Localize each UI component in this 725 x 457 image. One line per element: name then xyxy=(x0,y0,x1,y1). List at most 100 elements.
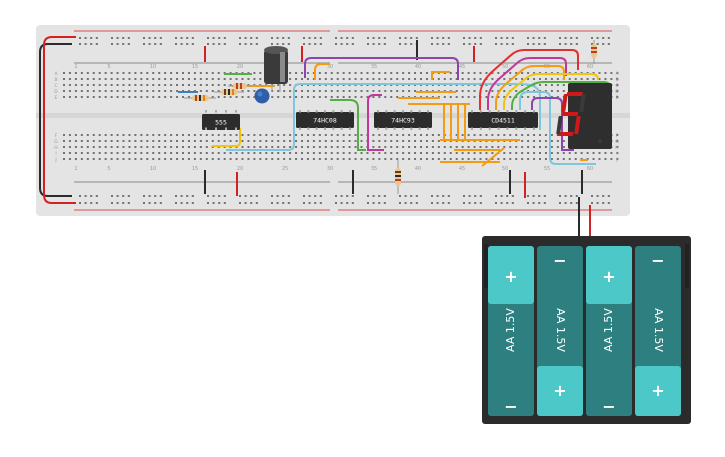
wire-lightblue[interactable] xyxy=(226,83,541,151)
battery-cell-2: − + AA 1.5V xyxy=(537,246,583,416)
wire-purple-top[interactable] xyxy=(304,57,459,80)
battery-cell-1: +−AA 1.5V xyxy=(488,246,534,416)
segment-e xyxy=(556,116,563,134)
chip-cd4511[interactable]: CD4511 xyxy=(468,112,538,128)
wire-orange-seg[interactable] xyxy=(495,65,565,110)
row-label-top: E xyxy=(616,95,619,101)
resistor-3[interactable] xyxy=(228,83,252,89)
column-label-bottom: 10 xyxy=(150,166,156,172)
row-label-top: A xyxy=(615,71,619,77)
row-label-top: C xyxy=(54,83,57,89)
row-label-bottom: F xyxy=(616,133,619,139)
wire-lightblue-seg[interactable] xyxy=(519,91,596,165)
row-label-bottom: G xyxy=(54,139,58,145)
wire-orange-short[interactable] xyxy=(431,71,450,80)
row-label-top: A xyxy=(54,71,58,77)
chip-cd4511-label: CD4511 xyxy=(491,117,515,125)
wire-green-mid[interactable] xyxy=(330,99,366,151)
electrolytic-capacitor[interactable] xyxy=(264,46,288,92)
battery-cell-label: AA 1.5V xyxy=(554,308,567,352)
wire-yellow-seg[interactable] xyxy=(503,73,599,110)
row-label-top: C xyxy=(615,83,618,89)
chip-74hc93[interactable]: 74HC93 xyxy=(374,112,432,128)
column-label-top: 40 xyxy=(415,64,421,70)
column-label-top: 50 xyxy=(502,64,508,70)
row-label-bottom: G xyxy=(615,139,619,145)
segment-c xyxy=(574,116,581,134)
column-label-bottom: 60 xyxy=(587,166,593,172)
resistor-1[interactable] xyxy=(184,95,216,101)
wire-red-seg[interactable] xyxy=(479,49,579,110)
wire-magenta-seg[interactable] xyxy=(487,57,567,110)
segment-b xyxy=(579,94,586,112)
battery-cell-4: −+AA 1.5V xyxy=(635,246,681,416)
column-label-bottom: 45 xyxy=(459,166,465,172)
display-segments xyxy=(556,92,602,143)
column-label-top: 20 xyxy=(237,64,243,70)
segment-g xyxy=(561,112,579,116)
battery-cell-top-sign: − xyxy=(651,251,664,270)
chip-555[interactable]: 555 xyxy=(202,114,240,130)
resistor-2[interactable] xyxy=(214,89,244,95)
column-label-bottom: 35 xyxy=(371,166,377,172)
column-label-bottom: 55 xyxy=(544,166,550,172)
wire-purple-seg[interactable] xyxy=(531,97,574,151)
seven-segment-display[interactable] xyxy=(556,83,612,149)
battery-cell-bottom-sign: + xyxy=(553,381,566,400)
chip-74hc08-label: 74HC08 xyxy=(313,117,337,125)
row-label-bottom: J xyxy=(54,157,56,163)
chip-555-label: 555 xyxy=(215,119,227,127)
wire-magenta[interactable] xyxy=(367,94,384,151)
segment-f xyxy=(561,94,568,112)
row-label-top: D xyxy=(615,89,619,95)
battery-cell-label: AA 1.5V xyxy=(504,308,517,352)
battery-cell-top-sign: + xyxy=(602,267,615,286)
column-label-bottom: 25 xyxy=(282,166,288,172)
ceramic-capacitor[interactable] xyxy=(254,88,270,104)
segment-a xyxy=(566,92,583,96)
row-label-top: B xyxy=(54,77,57,83)
row-label-top: B xyxy=(615,77,618,83)
column-label-bottom: 15 xyxy=(192,166,198,172)
resistor-5[interactable] xyxy=(591,40,597,64)
battery-cell-bottom-sign: − xyxy=(504,397,517,416)
wire-yellow[interactable] xyxy=(212,128,241,147)
column-label-top: 35 xyxy=(371,64,377,70)
battery-cells: +−AA 1.5V−+AA 1.5V+−AA 1.5V−+AA 1.5V xyxy=(488,246,681,416)
row-label-top: D xyxy=(54,89,58,95)
column-label-top: 15 xyxy=(192,64,198,70)
column-label-bottom: 20 xyxy=(237,166,243,172)
wire-orange-top[interactable] xyxy=(314,63,330,80)
column-label-top: 10 xyxy=(150,64,156,70)
battery-cell-bottom-sign: − xyxy=(602,397,615,416)
column-label-top: 5 xyxy=(107,64,110,70)
row-label-bottom: I xyxy=(616,151,617,157)
column-label-top: 60 xyxy=(587,64,593,70)
row-label-bottom: H xyxy=(615,145,618,151)
rail-jumpers[interactable] xyxy=(204,40,583,198)
column-label-top: 1 xyxy=(74,64,77,70)
wires[interactable] xyxy=(178,49,611,167)
row-label-bottom: H xyxy=(54,145,57,151)
battery-cell-3: +−AA 1.5V xyxy=(586,246,632,416)
battery-cell-bottom-sign: + xyxy=(651,381,664,400)
wire-left-power-loop[interactable] xyxy=(43,36,76,204)
wire-orange-diag[interactable] xyxy=(481,147,505,167)
chip-74hc08[interactable]: 74HC08 xyxy=(296,112,354,128)
row-label-bottom: F xyxy=(55,133,58,139)
column-label-bottom: 5 xyxy=(107,166,110,172)
row-label-bottom: J xyxy=(615,157,617,163)
column-label-bottom: 50 xyxy=(502,166,508,172)
column-label-bottom: 30 xyxy=(327,166,333,172)
segment-d xyxy=(557,132,574,136)
battery-pack[interactable]: +−AA 1.5V−+AA 1.5V+−AA 1.5V−+AA 1.5V xyxy=(482,236,691,424)
chip-74hc93-label: 74HC93 xyxy=(391,117,415,125)
resistor-4[interactable] xyxy=(395,160,401,194)
chip-pins xyxy=(205,110,535,130)
row-label-top: E xyxy=(55,95,58,101)
column-label-bottom: 40 xyxy=(415,166,421,172)
battery-cell-top-sign: − xyxy=(553,251,566,270)
